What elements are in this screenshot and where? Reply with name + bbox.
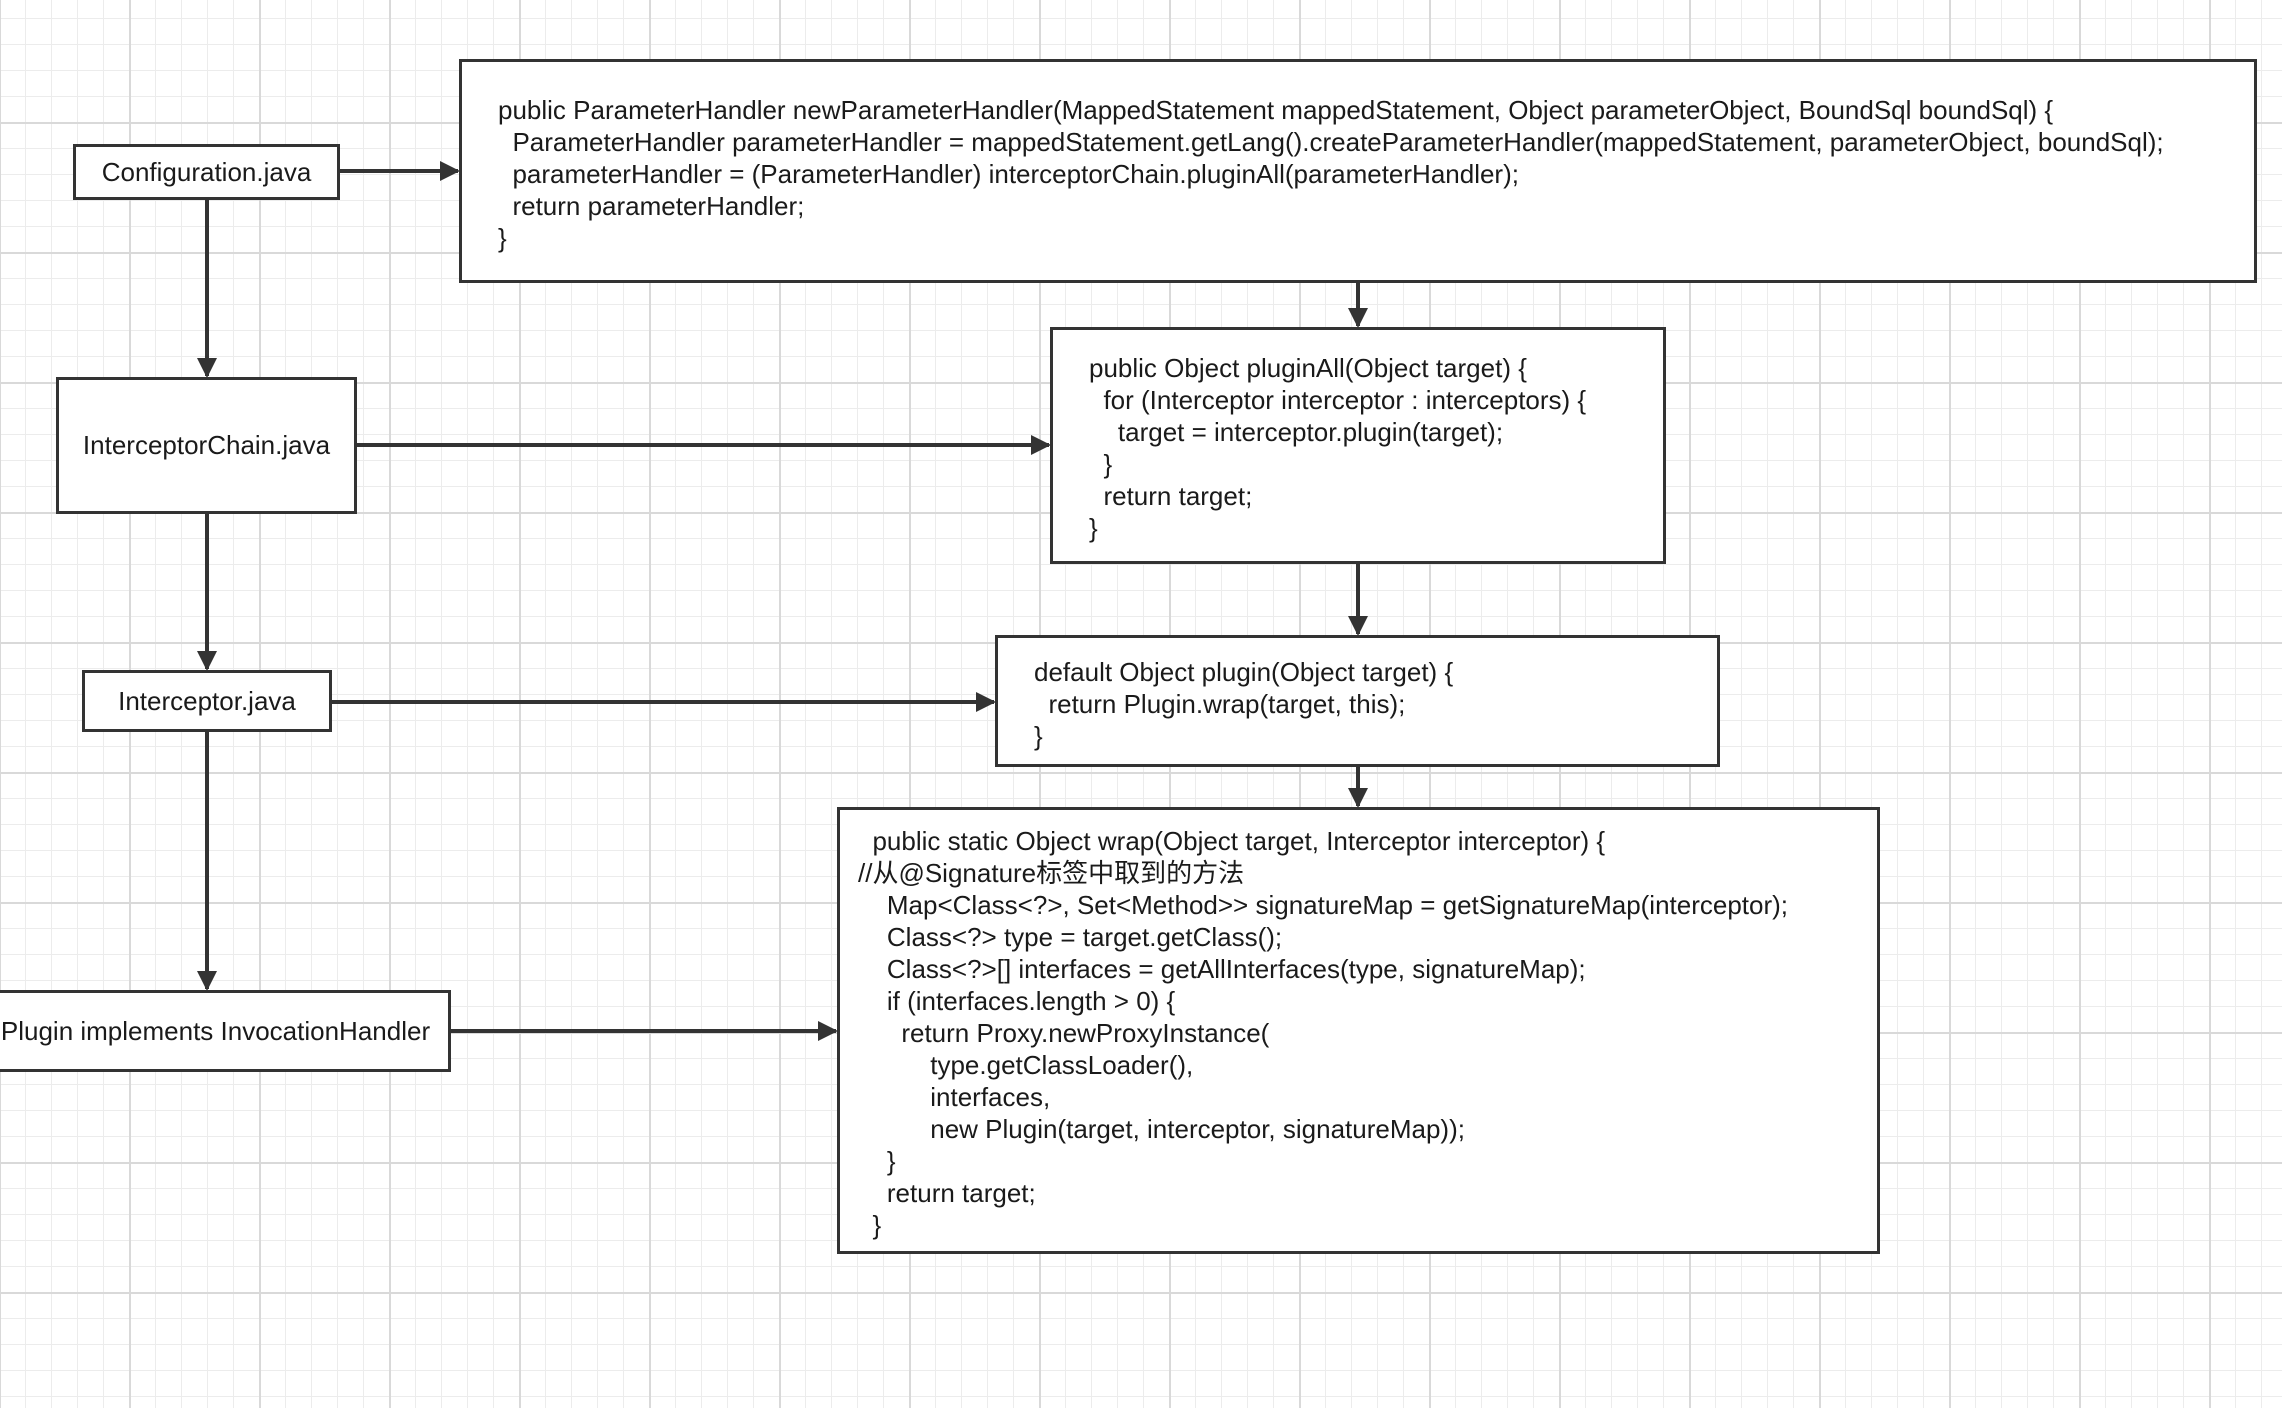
plugin-all-code-block: public Object pluginAll(Object target) {… [1050, 327, 1666, 564]
plugin-node: Plugin implements InvocationHandler [0, 990, 451, 1072]
wrap-code: public static Object wrap(Object target,… [858, 826, 1789, 1240]
interceptor-chain-label: InterceptorChain.java [82, 430, 331, 460]
configuration-label: Configuration.java [101, 156, 312, 187]
plugin-all-code: public Object pluginAll(Object target) {… [1089, 353, 1587, 543]
plugin-default-code: default Object plugin(Object target) { r… [1034, 657, 1454, 751]
wrap-code-block: public static Object wrap(Object target,… [837, 807, 1880, 1254]
configuration-node: Configuration.java [73, 144, 340, 200]
new-parameter-handler-code-block: public ParameterHandler newParameterHand… [459, 59, 2257, 283]
interceptor-label: Interceptor.java [118, 685, 296, 716]
interceptor-node: Interceptor.java [82, 670, 332, 732]
plugin-default-code-block: default Object plugin(Object target) { r… [995, 635, 1720, 767]
plugin-label: Plugin implements InvocationHandler [0, 1015, 431, 1046]
new-parameter-handler-code: public ParameterHandler newParameterHand… [498, 95, 2164, 253]
interceptor-chain-node: InterceptorChain.java [56, 377, 357, 514]
